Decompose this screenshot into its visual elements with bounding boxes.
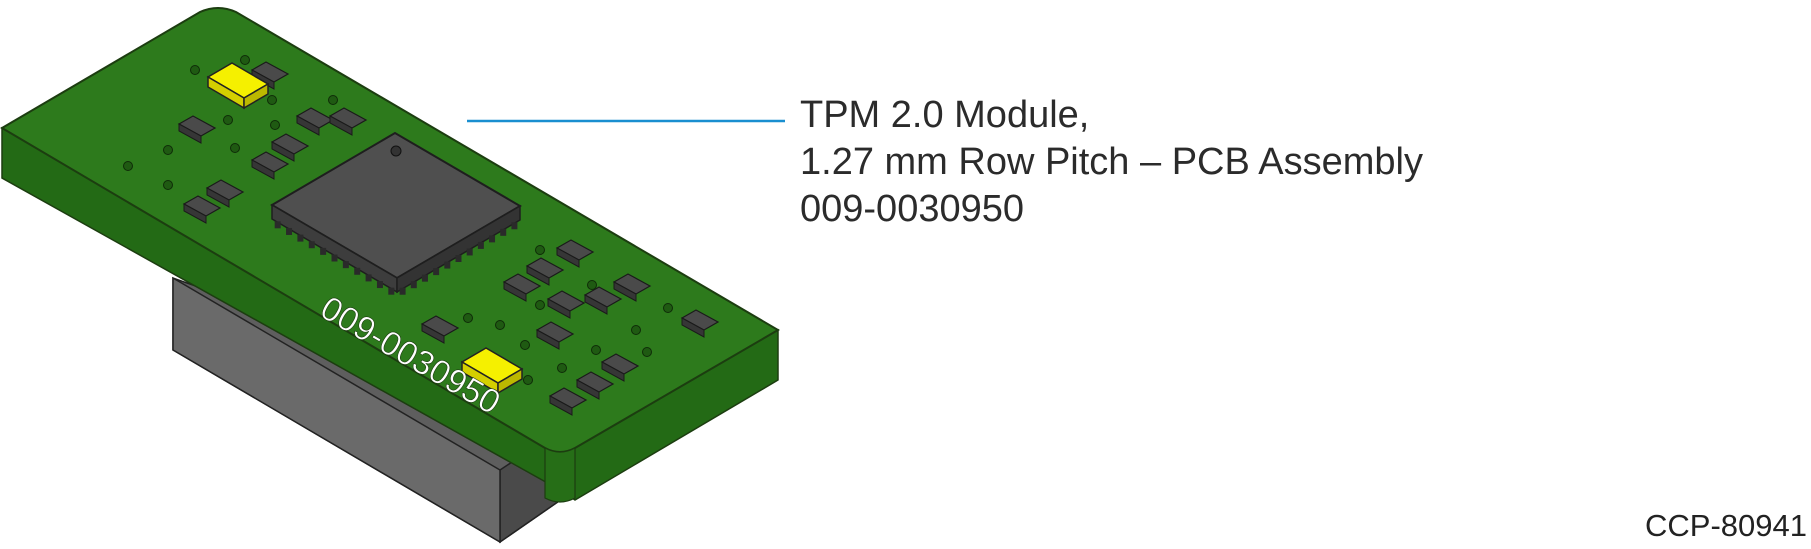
- smd-part-side: [271, 141, 295, 162]
- smd-part-side: [584, 294, 608, 315]
- chip-pin: [376, 281, 383, 289]
- callout-line-1: TPM 2.0 Module,: [800, 94, 1090, 136]
- smd-part-side: [296, 115, 320, 136]
- smd-part-side: [549, 395, 573, 416]
- via-hole: [328, 95, 338, 105]
- chip-pin: [466, 248, 473, 256]
- via-hole: [523, 375, 533, 385]
- via-hole: [535, 245, 545, 255]
- via-hole: [463, 313, 473, 323]
- chip-pin: [444, 261, 451, 269]
- smd-part-side: [576, 379, 600, 400]
- via-hole: [230, 143, 240, 153]
- smd-part-side: [329, 115, 353, 136]
- highlight-component-top: [206, 62, 270, 110]
- via-hole: [267, 95, 277, 105]
- via-hole: [520, 340, 530, 350]
- board-vias: [123, 55, 673, 385]
- via-hole: [495, 320, 505, 330]
- chip-pin: [410, 281, 417, 289]
- callout-label: TPM 2.0 Module, 1.27 mm Row Pitch – PCB …: [800, 92, 1423, 233]
- chip-pin: [489, 235, 496, 243]
- chip-pin: [399, 287, 406, 295]
- chip-pin: [477, 241, 484, 249]
- chip-pin: [342, 261, 349, 269]
- chip-pin: [286, 227, 293, 235]
- chip-pin: [511, 222, 518, 230]
- chip-pin: [320, 247, 327, 255]
- drawing-id: CCP-80941: [1645, 508, 1807, 543]
- via-hole: [223, 115, 233, 125]
- via-hole: [663, 303, 673, 313]
- via-hole: [591, 345, 601, 355]
- chip-pin: [500, 228, 507, 236]
- chip-pin: [388, 287, 395, 295]
- smd-part-side: [681, 317, 705, 338]
- smd-part-side: [526, 265, 550, 286]
- via-hole: [270, 120, 280, 130]
- chip-pin: [274, 221, 281, 229]
- chip-pin: [354, 267, 361, 275]
- via-hole: [240, 55, 250, 65]
- smd-part-side: [536, 329, 560, 350]
- smd-part-side: [547, 298, 571, 319]
- via-hole: [587, 280, 597, 290]
- chip-pin: [433, 268, 440, 276]
- smd-part-side: [556, 247, 580, 268]
- via-hole: [535, 300, 545, 310]
- callout-line-3: 009-0030950: [800, 188, 1024, 230]
- chip-pin: [308, 241, 315, 249]
- chip-pins: [274, 221, 518, 295]
- chip-pin: [421, 274, 428, 282]
- via-hole: [190, 65, 200, 75]
- smd-part-side: [503, 281, 527, 302]
- smd-part-side: [601, 361, 625, 382]
- via-hole: [557, 363, 567, 373]
- smd-part-side: [613, 281, 637, 302]
- chip-pin: [455, 255, 462, 262]
- smd-part-side: [251, 159, 275, 180]
- via-hole: [123, 161, 133, 171]
- smd-components: [177, 61, 720, 416]
- via-hole: [163, 145, 173, 155]
- callout-line-2: 1.27 mm Row Pitch – PCB Assembly: [800, 141, 1423, 183]
- tpm-chip: [270, 131, 522, 295]
- via-hole: [631, 325, 641, 335]
- smd-part-side: [183, 203, 207, 224]
- chip-pin: [365, 274, 372, 282]
- smd-part-side: [421, 323, 445, 344]
- highlight-component-bottom: [460, 347, 524, 395]
- via-hole: [163, 180, 173, 190]
- via-hole: [642, 347, 652, 357]
- smd-part-side: [178, 123, 202, 144]
- chip-pin: [331, 254, 338, 262]
- smd-part-side: [206, 187, 230, 208]
- chip-pin: [297, 234, 304, 242]
